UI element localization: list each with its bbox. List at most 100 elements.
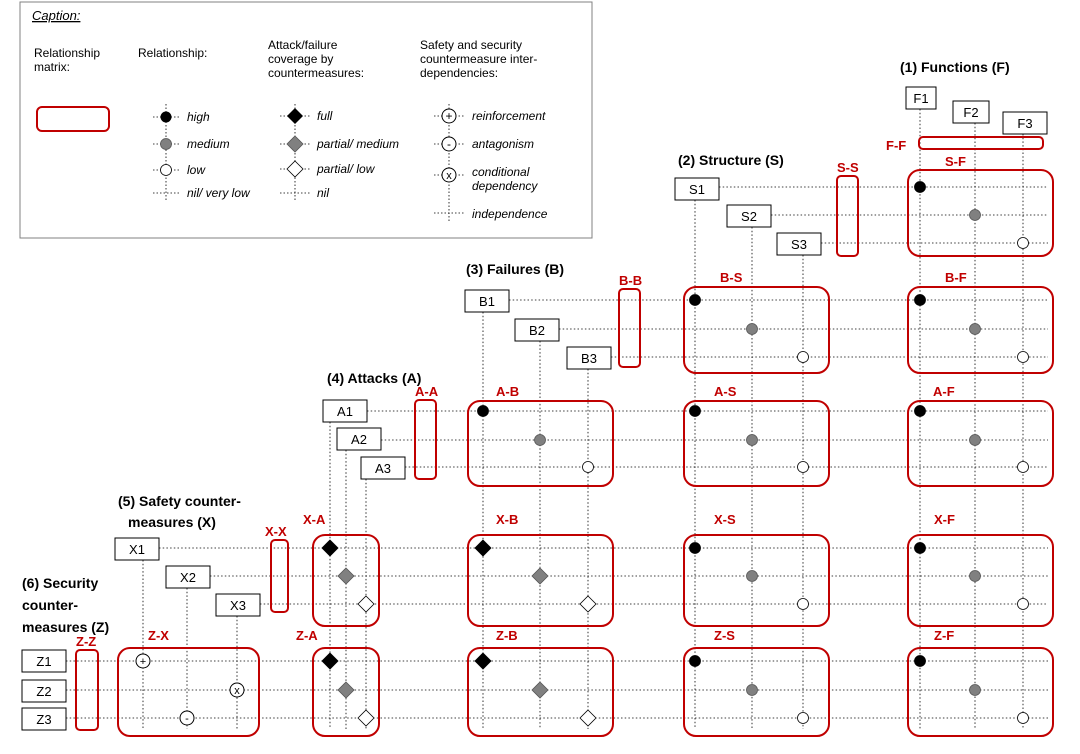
item-box-Z2: Z2 <box>21 679 67 703</box>
high-dot-AS <box>689 405 701 417</box>
rel-nil: nil/ very low <box>187 186 251 200</box>
rel-high: high <box>187 110 210 124</box>
svg-text:A2: A2 <box>351 432 367 447</box>
medium-dot-icon <box>160 138 172 150</box>
svg-text:F3: F3 <box>1017 116 1032 131</box>
svg-text:X3: X3 <box>230 598 246 613</box>
svg-text:F-F: F-F <box>886 138 906 153</box>
matrix-FF: F-F <box>886 136 1044 153</box>
svg-text:B2: B2 <box>529 323 545 338</box>
medium-diamond-XA <box>337 567 355 585</box>
medium-dot-XS <box>746 570 758 582</box>
matrix-AB: A-B <box>467 384 614 487</box>
svg-text:F2: F2 <box>963 105 978 120</box>
svg-text:Z3: Z3 <box>36 712 51 727</box>
svg-text:X1: X1 <box>129 542 145 557</box>
medium-diamond-ZA <box>337 681 355 699</box>
heading-safety-line1: (5) Safety counter- <box>118 493 241 509</box>
cov-low: partial/ low <box>316 162 376 176</box>
matrix-XX: X-X <box>265 524 289 613</box>
low-diamond-XA <box>357 595 375 613</box>
low-dot-XF <box>1017 598 1029 610</box>
medium-dot-BS <box>746 323 758 335</box>
matrix-XA: X-A <box>303 512 380 627</box>
rel-medium: medium <box>187 137 230 151</box>
low-diamond-ZA <box>357 709 375 727</box>
cov-medium: partial/ medium <box>316 137 399 151</box>
low-dot-AS <box>797 461 809 473</box>
caption-col2-title: Relationship: <box>138 46 207 60</box>
dep-conditional: conditional <box>472 165 530 179</box>
matrix-XS: X-S <box>683 512 830 627</box>
matrix-XB: X-B <box>467 512 614 627</box>
item-box-A1: A1 <box>322 399 368 423</box>
matrix-ZA: Z-A <box>296 628 380 737</box>
caption-col1-line1: Relationship <box>34 46 100 60</box>
low-dot-ZS <box>797 712 809 724</box>
high-dot-XF <box>914 542 926 554</box>
matrix-BF: B-F <box>907 270 1054 374</box>
item-box-X3: X3 <box>215 593 261 617</box>
reinforcement-symbol-ZX: + <box>135 653 151 669</box>
caption-title: Caption: <box>32 8 81 23</box>
medium-dot-AF <box>969 434 981 446</box>
high-dot-ZF <box>914 655 926 667</box>
matrix-AA: A-A <box>414 384 439 480</box>
item-box-F2: F2 <box>952 100 990 124</box>
caption-col3-line2: coverage by <box>268 52 333 66</box>
svg-text:S1: S1 <box>689 182 705 197</box>
caption-col3-line1: Attack/failure <box>268 38 338 52</box>
matrix-ZF: Z-F <box>907 628 1054 737</box>
svg-text:S2: S2 <box>741 209 757 224</box>
medium-dot-XF <box>969 570 981 582</box>
matrix-ZZ: Z-Z <box>75 634 99 731</box>
matrix-ZB: Z-B <box>467 628 614 737</box>
svg-text:Z2: Z2 <box>36 684 51 699</box>
svg-text:X-S: X-S <box>714 512 736 527</box>
low-diamond-icon <box>286 160 304 178</box>
antagonism-symbol-ZX: - <box>179 710 195 726</box>
svg-text:Z-X: Z-X <box>148 628 169 643</box>
high-dot-icon <box>160 111 172 123</box>
svg-text:Z-Z: Z-Z <box>76 634 96 649</box>
medium-dot-BF <box>969 323 981 335</box>
high-dot-AF <box>914 405 926 417</box>
antagonism-icon: - <box>441 136 457 152</box>
svg-text:Z-A: Z-A <box>296 628 318 643</box>
svg-text:X-A: X-A <box>303 512 326 527</box>
svg-text:A1: A1 <box>337 404 353 419</box>
svg-text:-: - <box>447 137 451 151</box>
matrix-ZS: Z-S <box>683 628 830 737</box>
svg-text:A-S: A-S <box>714 384 737 399</box>
svg-text:B-S: B-S <box>720 270 743 285</box>
caption-col4-line3: dependencies: <box>420 66 498 80</box>
item-box-X1: X1 <box>114 537 160 561</box>
low-dot-XS <box>797 598 809 610</box>
item-box-S2: S2 <box>726 204 772 228</box>
high-dot-SF <box>914 181 926 193</box>
caption-legend: Caption: Relationship matrix: Relationsh… <box>19 1 593 239</box>
full-diamond-XB <box>474 539 492 557</box>
matrix-XF: X-F <box>907 512 1054 627</box>
item-box-F3: F3 <box>1002 111 1048 135</box>
matrix-AF: A-F <box>907 384 1054 487</box>
dep-reinforcement: reinforcement <box>472 109 546 123</box>
matrix-BS: B-S <box>683 270 830 374</box>
svg-text:X-B: X-B <box>496 512 518 527</box>
full-diamond-icon <box>287 108 303 124</box>
dep-antagonism: antagonism <box>472 137 534 151</box>
svg-text:Z-F: Z-F <box>934 628 954 643</box>
svg-text:X-F: X-F <box>934 512 955 527</box>
matrix-SS: S-S <box>836 160 859 257</box>
heading-security-line1: (6) Security <box>22 575 98 591</box>
svg-text:Z-B: Z-B <box>496 628 518 643</box>
high-dot-ZS <box>689 655 701 667</box>
low-diamond-ZB <box>579 709 597 727</box>
heading-security-line3: measures (Z) <box>22 619 109 635</box>
svg-text:S3: S3 <box>791 237 807 252</box>
svg-text:+: + <box>445 109 452 123</box>
medium-dot-ZS <box>746 684 758 696</box>
full-diamond-ZA <box>321 652 339 670</box>
medium-dot-ZF <box>969 684 981 696</box>
